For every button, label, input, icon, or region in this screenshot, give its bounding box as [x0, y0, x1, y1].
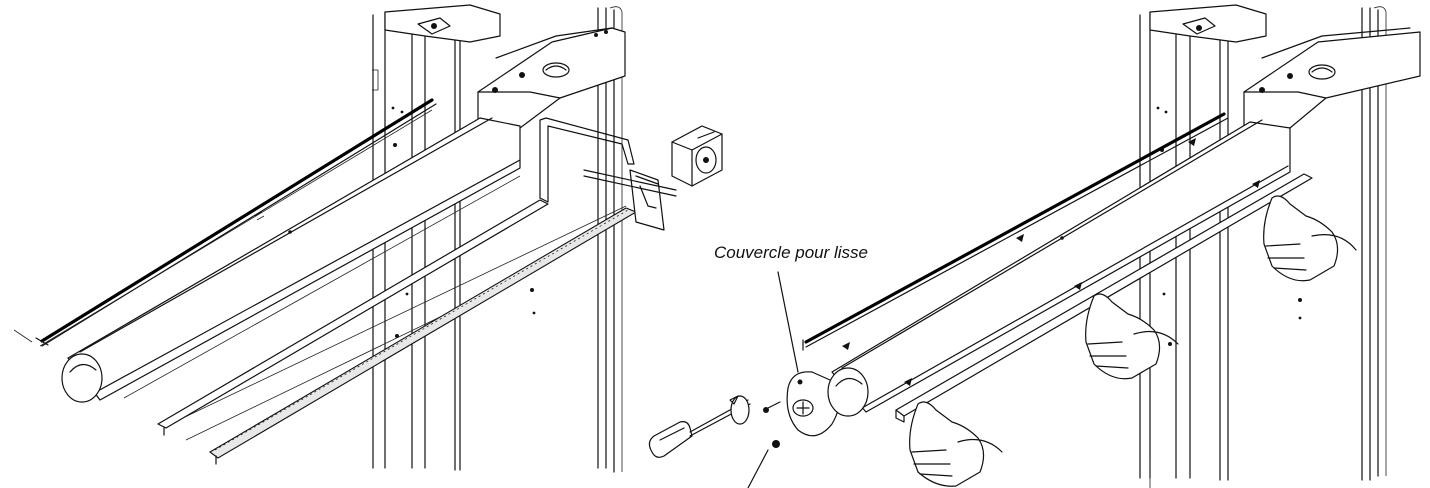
end-cap-part — [786, 371, 841, 437]
hand-icon — [1085, 293, 1179, 380]
right-hem-bar — [802, 112, 1229, 351]
right-roller-tube — [827, 119, 1291, 417]
end-cap-callout: Couvercle pour lisse — [714, 243, 868, 488]
end-cap-label: Couvercle pour lisse — [714, 243, 868, 262]
left-panel-measuring-step — [13, 4, 723, 473]
left-end-bracket — [477, 27, 626, 129]
rotation-arrow-icon — [729, 395, 750, 425]
right-end-bracket — [1243, 27, 1421, 129]
left-roller-tube — [61, 117, 521, 403]
tape-measure-icon — [671, 125, 723, 187]
hand-icon — [909, 401, 1003, 487]
left-bottom-rail — [157, 199, 638, 465]
screw-icon — [763, 401, 781, 448]
right-wall-uprights — [1139, 4, 1387, 488]
left-wall-uprights — [372, 4, 623, 473]
right-panel-installation-step — [802, 4, 1421, 488]
left-clamp-frame — [539, 117, 677, 231]
right-insert-arrows — [842, 138, 1260, 386]
hand-icon — [1263, 195, 1357, 282]
